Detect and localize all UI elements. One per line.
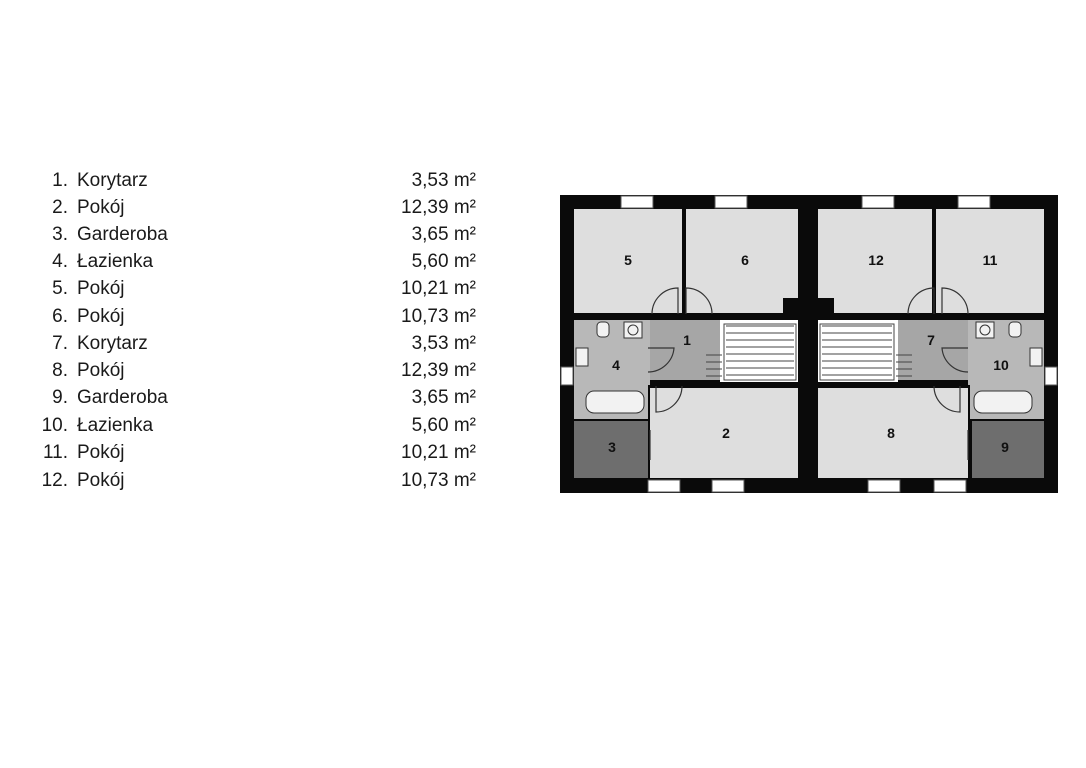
legend-room-name: Łazienka <box>77 415 154 436</box>
stairs <box>720 320 798 382</box>
legend-room-area: 10,73 m² <box>401 470 476 491</box>
legend-room-area: 10,21 m² <box>401 442 476 463</box>
legend-number: 9. <box>52 387 68 408</box>
legend-row: 8. Pokój 12,39 m² <box>36 360 476 387</box>
legend-row: 10. Łazienka 5,60 m² <box>36 415 476 442</box>
room-label-6: 6 <box>741 252 749 268</box>
windows <box>560 195 1058 493</box>
legend-number: 8. <box>52 360 68 381</box>
legend-row: 6. Pokój 10,73 m² <box>36 306 476 333</box>
legend-number: 10. <box>41 415 68 436</box>
room-label-3: 3 <box>608 439 616 455</box>
legend-room-area: 12,39 m² <box>401 197 476 218</box>
legend-room-area: 3,65 m² <box>411 387 476 408</box>
legend-row: 1. Korytarz 3,53 m² <box>36 170 476 197</box>
room-12 <box>818 209 932 313</box>
legend-room-area: 3,53 m² <box>411 170 476 191</box>
legend-room-area: 10,73 m² <box>401 306 476 327</box>
room-9 <box>972 421 1044 478</box>
legend-room-name: Korytarz <box>77 333 148 354</box>
wall-block <box>816 298 834 314</box>
room-1 <box>650 320 720 380</box>
wall-block <box>783 298 801 314</box>
stairs <box>818 320 898 382</box>
legend-row: 3. Garderoba 3,65 m² <box>36 224 476 251</box>
legend-room-name: Pokój <box>77 360 125 381</box>
room-label-5: 5 <box>624 252 632 268</box>
room-label-7: 7 <box>927 332 935 348</box>
room-3 <box>574 421 648 478</box>
legend-room-area: 3,65 m² <box>411 224 476 245</box>
legend-room-name: Garderoba <box>77 387 168 408</box>
legend-number: 3. <box>52 224 68 245</box>
legend-room-name: Pokój <box>77 442 125 463</box>
room-7 <box>898 320 968 380</box>
legend-room-area: 12,39 m² <box>401 360 476 381</box>
legend-row: 7. Korytarz 3,53 m² <box>36 333 476 360</box>
room-5 <box>574 209 682 313</box>
legend-room-name: Pokój <box>77 278 125 299</box>
room-label-12: 12 <box>868 252 884 268</box>
room-11 <box>936 209 1044 313</box>
legend-row: 12. Pokój 10,73 m² <box>36 470 476 497</box>
legend-row: 4. Łazienka 5,60 m² <box>36 251 476 278</box>
legend-room-name: Korytarz <box>77 170 148 191</box>
legend-number: 12. <box>41 470 68 491</box>
room-label-4: 4 <box>612 357 620 373</box>
legend-number: 5. <box>52 278 68 299</box>
legend-room-name: Łazienka <box>77 251 154 272</box>
legend-row: 9. Garderoba 3,65 m² <box>36 387 476 414</box>
door-swings <box>647 287 969 460</box>
legend-number: 2. <box>52 197 68 218</box>
legend-row: 2. Pokój 12,39 m² <box>36 197 476 224</box>
room-label-11: 11 <box>983 252 998 268</box>
legend-room-area: 5,60 m² <box>411 251 476 272</box>
room-label-2: 2 <box>722 425 730 441</box>
legend-number: 6. <box>52 306 68 327</box>
legend-number: 7. <box>52 333 68 354</box>
legend-row: 11. Pokój 10,21 m² <box>36 442 476 469</box>
room-label-10: 10 <box>993 357 1009 373</box>
legend-room-name: Garderoba <box>77 224 168 245</box>
legend-row: 5. Pokój 10,21 m² <box>36 278 476 305</box>
legend-number: 4. <box>52 251 68 272</box>
room-label-8: 8 <box>887 425 895 441</box>
legend-room-area: 10,21 m² <box>401 278 476 299</box>
legend-room-name: Pokój <box>77 470 125 491</box>
bathroom-fixtures <box>973 321 1043 414</box>
legend-number: 11. <box>42 442 68 463</box>
legend-number: 1. <box>52 170 68 191</box>
room-label-1: 1 <box>683 332 691 348</box>
room-8 <box>818 388 968 478</box>
room-label-9: 9 <box>1001 439 1009 455</box>
bathroom-fixtures <box>575 321 645 414</box>
legend-room-area: 3,53 m² <box>411 333 476 354</box>
legend-room-name: Pokój <box>77 197 125 218</box>
legend-room-name: Pokój <box>77 306 125 327</box>
stair-treads <box>819 323 912 381</box>
legend-room-area: 5,60 m² <box>411 415 476 436</box>
room-2 <box>650 388 798 478</box>
stair-treads <box>706 323 797 381</box>
